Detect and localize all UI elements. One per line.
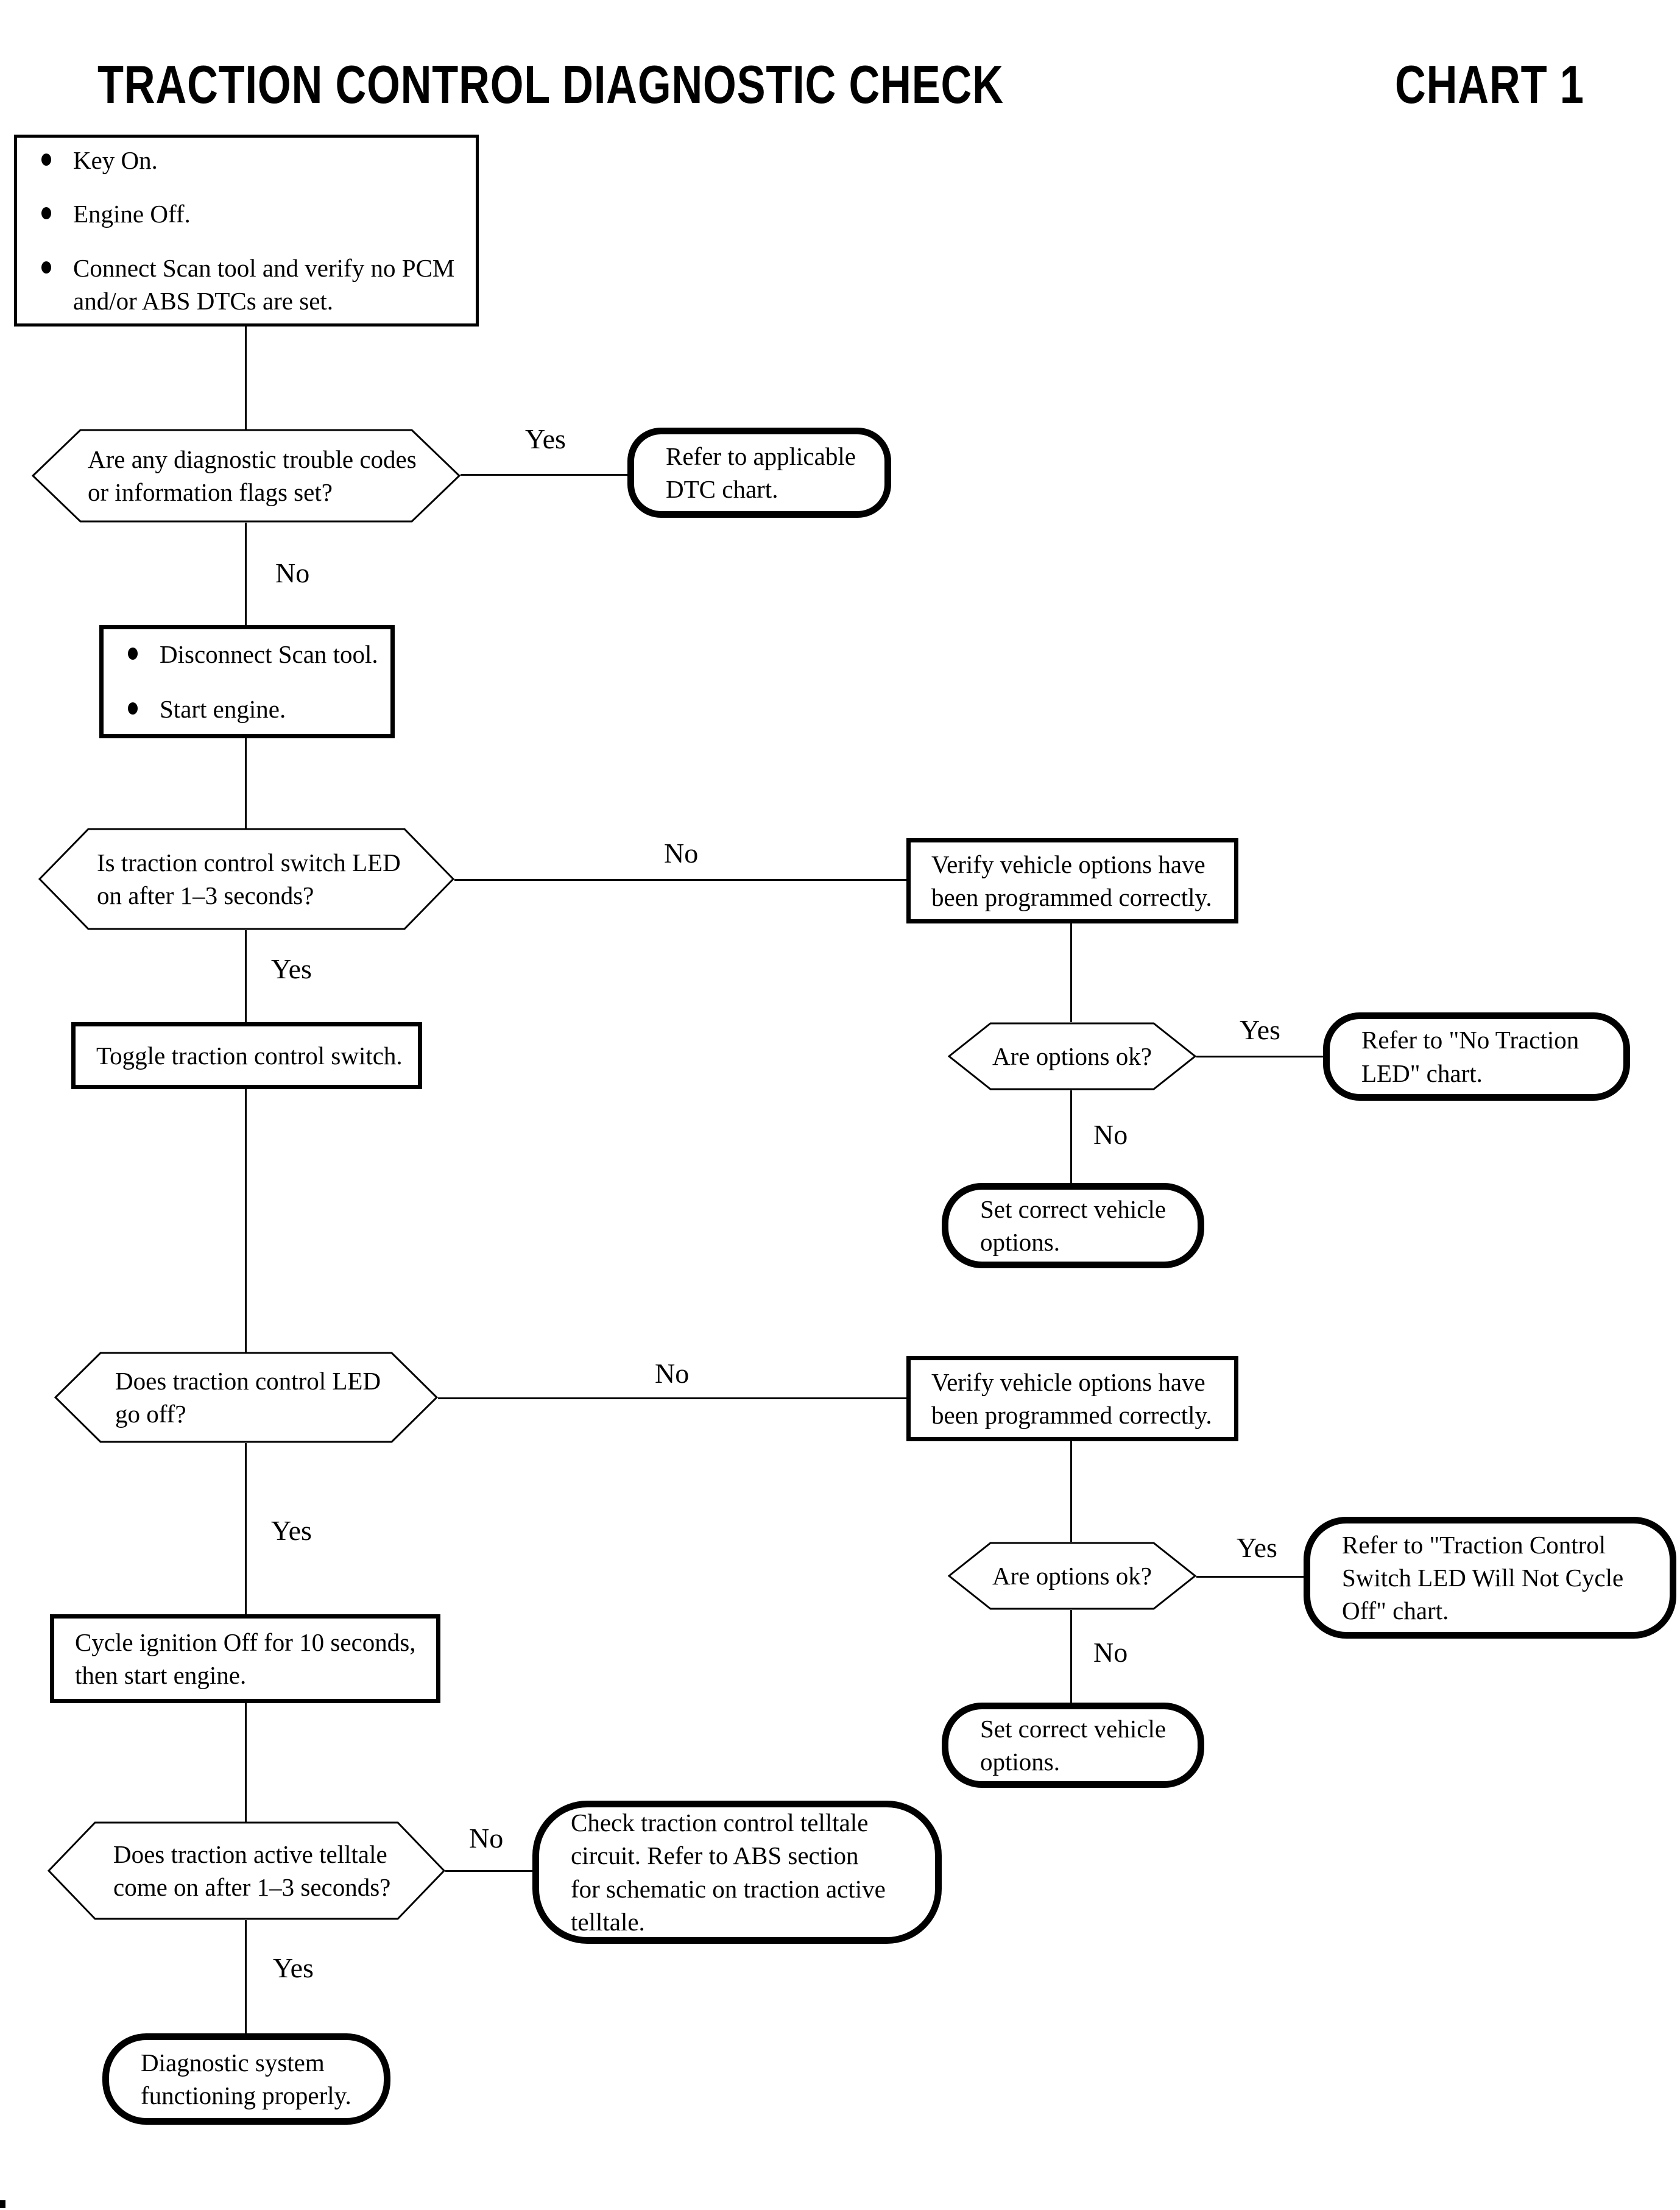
edge-label-yes: Yes (1237, 1532, 1277, 1563)
connector-line (245, 1089, 247, 1353)
connector-line (245, 1443, 247, 1615)
terminal-text: Set correct vehicle options. (980, 1195, 1166, 1256)
bullet-icon (41, 261, 51, 274)
connector-line (454, 879, 906, 881)
connector-line (461, 474, 627, 476)
edge-label-yes: Yes (1240, 1014, 1280, 1045)
process-toggle-switch: Toggle traction control switch. (71, 1022, 422, 1089)
edge-label-no: No (655, 1358, 690, 1389)
edge-label-yes: Yes (525, 423, 566, 454)
edge-label-yes: Yes (273, 1952, 314, 1983)
terminal-dtc-chart: Refer to applicable DTC chart. (627, 428, 891, 518)
connector-line (245, 1920, 247, 2035)
edge-label-no: No (469, 1823, 504, 1854)
terminal-text: Check traction control telltale circuit.… (571, 1809, 886, 1936)
prep-bullet-text: Disconnect Scan tool. (160, 640, 378, 668)
terminal-text: Diagnostic system functioning properly. (141, 2048, 351, 2109)
decision-traction-telltale: Does traction active telltale come on af… (48, 1821, 445, 1920)
process-verify-options-1: Verify vehicle options have been program… (906, 838, 1238, 923)
bullet-icon (128, 647, 138, 660)
connector-line (438, 1397, 906, 1399)
hexagon-shape (54, 1352, 438, 1443)
terminal-led-not-cycle-off: Refer to "Traction Control Switch LED Wi… (1304, 1517, 1676, 1639)
connector-line (245, 1703, 247, 1823)
terminal-text: Set correct vehicle options. (980, 1714, 1166, 1776)
process-text: Verify vehicle options have been program… (931, 1368, 1212, 1429)
terminal-text: Refer to "Traction Control Switch LED Wi… (1342, 1530, 1624, 1625)
process-text: Cycle ignition Off for 10 seconds, then … (75, 1628, 416, 1689)
connector-line (1070, 923, 1072, 1022)
process-prep: Disconnect Scan tool. Start engine. (99, 625, 395, 738)
list-item: Connect Scan tool and verify no PCM and/… (38, 252, 470, 317)
decision-text: Are options ok? (992, 1561, 1152, 1590)
prep-bullet-text: Start engine. (160, 695, 286, 723)
start-bullet-text: Engine Off. (73, 200, 191, 228)
process-text: Verify vehicle options have been program… (931, 850, 1212, 911)
decision-text: Are any diagnostic trouble codes or info… (88, 445, 417, 506)
connector-line (245, 738, 247, 829)
connector-line (245, 930, 247, 1022)
terminal-text: Refer to "No Traction LED" chart. (1361, 1026, 1579, 1087)
terminal-set-options-2: Set correct vehicle options. (942, 1703, 1204, 1788)
connector-line (245, 327, 247, 430)
list-item: Start engine. (124, 693, 384, 725)
decision-text: Does traction control LED go off? (115, 1366, 381, 1428)
terminal-no-traction-led: Refer to "No Traction LED" chart. (1323, 1012, 1630, 1101)
process-verify-options-2: Verify vehicle options have been program… (906, 1356, 1238, 1441)
terminal-diagnostic-ok: Diagnostic system functioning properly. (102, 2033, 390, 2125)
terminal-set-options-1: Set correct vehicle options. (942, 1183, 1204, 1268)
hexagon-shape (32, 429, 461, 523)
connector-line (1070, 1441, 1072, 1542)
process-text: Toggle traction control switch. (96, 1041, 403, 1070)
edge-label-yes: Yes (271, 1515, 312, 1546)
terminal-check-telltale: Check traction control telltale circuit.… (532, 1801, 942, 1944)
decision-options-ok-2: Are options ok? (948, 1542, 1196, 1610)
decision-led-go-off: Does traction control LED go off? (54, 1352, 438, 1443)
decision-text: Is traction control switch LED on after … (97, 848, 401, 909)
process-cycle-ignition: Cycle ignition Off for 10 seconds, then … (50, 1614, 440, 1703)
hexagon-shape (38, 828, 454, 930)
terminal-text: Refer to applicable DTC chart. (666, 442, 856, 503)
edge-label-yes: Yes (271, 953, 312, 984)
page-title: TRACTION CONTROL DIAGNOSTIC CHECK (97, 54, 1004, 115)
connector-line (445, 1870, 532, 1872)
decision-text: Are options ok? (992, 1042, 1152, 1070)
connector-line (245, 523, 247, 626)
bullet-icon (128, 702, 138, 715)
edge-label-no: No (275, 557, 310, 588)
start-bullet-text: Connect Scan tool and verify no PCM and/… (73, 253, 455, 315)
bullet-icon (41, 207, 51, 220)
bullet-icon (41, 154, 51, 166)
decision-dtc-set: Are any diagnostic trouble codes or info… (32, 429, 461, 523)
hexagon-shape (48, 1821, 445, 1920)
connector-line (1070, 1090, 1072, 1183)
edge-label-no: No (1093, 1637, 1128, 1668)
edge-label-no: No (1093, 1119, 1128, 1150)
edge-label-no: No (664, 838, 699, 869)
decision-options-ok-1: Are options ok? (948, 1022, 1196, 1090)
hexagon-shape (948, 1022, 1196, 1090)
decision-text: Does traction active telltale come on af… (113, 1840, 391, 1901)
decision-switch-led: Is traction control switch LED on after … (38, 828, 454, 930)
start-bullet-text: Key On. (73, 146, 158, 175)
connector-line (1196, 1056, 1323, 1057)
list-item: Disconnect Scan tool. (124, 638, 384, 671)
connector-line (1196, 1576, 1304, 1578)
connector-line (1070, 1610, 1072, 1703)
hexagon-shape (948, 1542, 1196, 1610)
page-artifact-speck (0, 2200, 5, 2208)
list-item: Key On. (38, 144, 470, 177)
list-item: Engine Off. (38, 197, 470, 230)
chart-number-label: CHART 1 (1395, 54, 1584, 115)
start-box: Key On. Engine Off. Connect Scan tool an… (14, 135, 479, 327)
